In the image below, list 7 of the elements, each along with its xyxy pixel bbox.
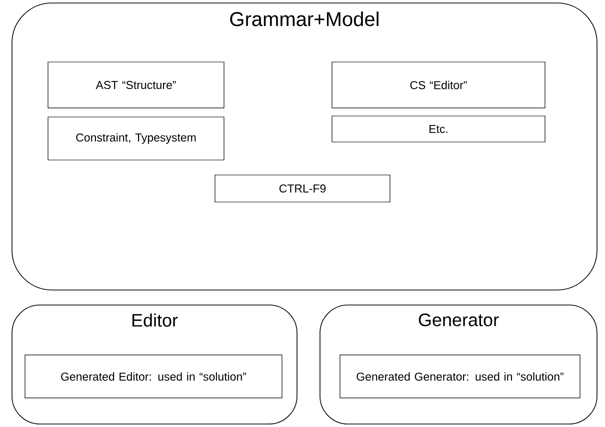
process-box: Etc. — [332, 116, 546, 142]
process-box: Generated Generator: used in “solution” — [340, 354, 580, 398]
process-box: Constraint, Typesystem — [48, 116, 224, 160]
process-box: AST “Structure” — [48, 62, 224, 108]
process-box: Generated Editor: used in “solution” — [24, 354, 282, 398]
process-box: CTRL-F9 — [214, 174, 390, 202]
process-box: CS “Editor” — [332, 62, 546, 108]
